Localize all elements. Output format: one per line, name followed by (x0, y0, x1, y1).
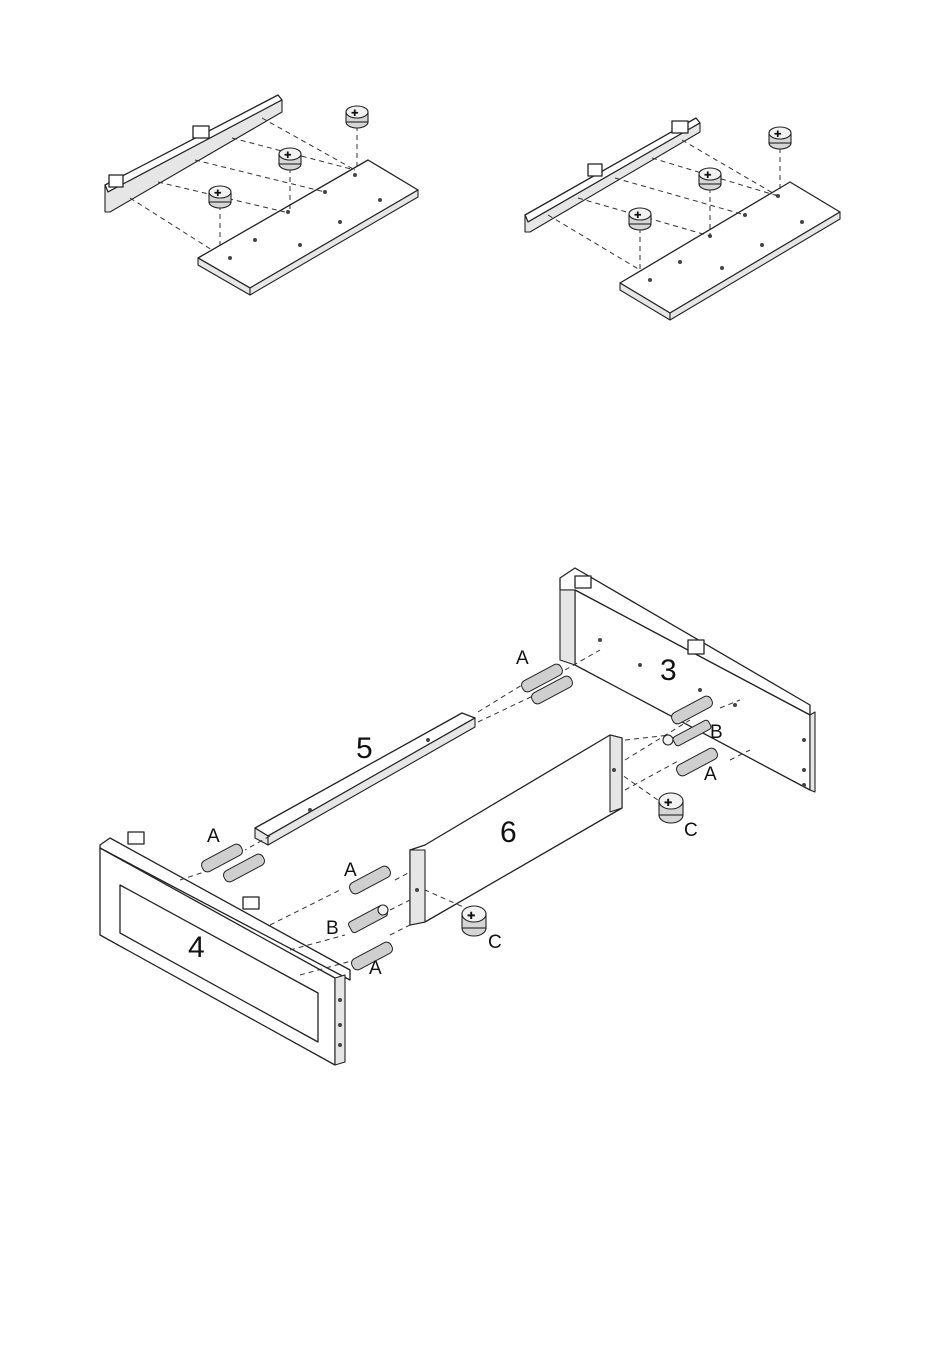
bracket-icon (243, 897, 259, 909)
svg-text:✚: ✚ (774, 129, 782, 139)
part-label-4: 4 (188, 931, 205, 964)
part-label-3: 3 (660, 654, 677, 687)
bracket-icon (128, 832, 144, 844)
svg-text:✚: ✚ (704, 170, 712, 180)
svg-text:✚: ✚ (214, 188, 222, 198)
cam-fitting-icon: ✚ (699, 168, 721, 190)
fitting-label-a: A (369, 958, 382, 979)
bracket-right-1 (588, 164, 602, 176)
bracket-left-2 (193, 126, 209, 138)
bracket-right-2 (672, 121, 688, 133)
fitting-label-b: B (710, 722, 723, 743)
cam-fitting-icon: ✚ (209, 186, 231, 208)
svg-text:✚: ✚ (664, 798, 672, 809)
cam-bolt-icon (348, 904, 389, 933)
exploded-assembly-diagram: ✚ ✚ 3 4 5 6 A A A A A B B C C (100, 568, 815, 1065)
rail-left (105, 95, 282, 192)
cam-lock-icon: ✚ (462, 906, 486, 936)
fitting-label-b: B (326, 918, 339, 939)
bracket-icon (575, 576, 591, 588)
cam-fitting-icon: ✚ (769, 127, 791, 149)
cam-fitting-icon: ✚ (346, 106, 368, 128)
base-panel-left (198, 160, 418, 288)
fitting-label-a: A (704, 764, 717, 785)
part-label-5: 5 (356, 732, 373, 765)
svg-text:✚: ✚ (634, 210, 642, 220)
cam-fitting-icon: ✚ (279, 148, 301, 170)
svg-text:✚: ✚ (467, 911, 475, 922)
svg-text:✚: ✚ (284, 150, 292, 160)
cam-lock-icon: ✚ (659, 793, 683, 823)
step-right-diagram: ✚ ✚ ✚ (525, 118, 840, 320)
fitting-label-a: A (207, 826, 220, 847)
cam-fitting-icon: ✚ (629, 208, 651, 230)
part-label-6: 6 (500, 816, 517, 849)
bracket-left-1 (109, 175, 123, 187)
bracket-icon (688, 640, 704, 654)
fitting-label-c: C (488, 932, 502, 953)
fitting-label-a: A (516, 648, 529, 669)
panel-4 (100, 832, 350, 1065)
fitting-label-c: C (684, 820, 698, 841)
fitting-label-a: A (344, 860, 357, 881)
step-left-diagram: ✚ ✚ ✚ (105, 95, 418, 295)
svg-text:✚: ✚ (351, 108, 359, 118)
base-panel-right (620, 182, 840, 313)
